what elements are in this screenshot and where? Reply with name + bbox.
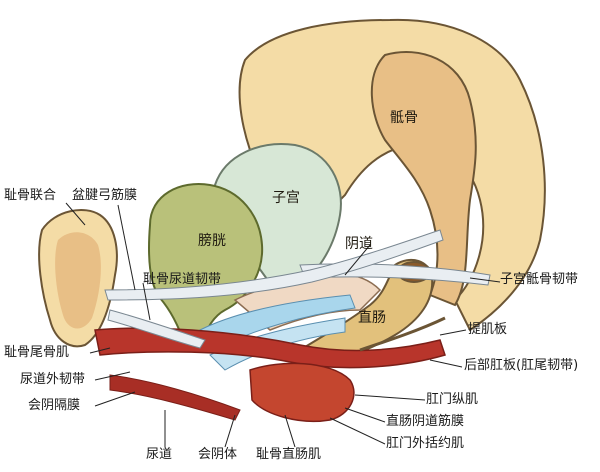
- pubourethral-ligament-label: 耻骨尿道韧带: [143, 272, 222, 287]
- pubourethral-ligament-band: [107, 309, 206, 349]
- levator-plate-line: [359, 316, 446, 352]
- levator-plate-label: 提肌板: [468, 322, 508, 337]
- external-anal-sphincter: [249, 362, 355, 423]
- puborectalis-label: 耻骨直肠肌: [256, 447, 322, 462]
- rectum-label: 直肠: [358, 310, 386, 326]
- pubic-marrow: [55, 232, 101, 329]
- bladder-label: 膀胱: [198, 233, 226, 249]
- rectovaginal-fascia-label: 直肠阴道筋膜: [386, 414, 465, 429]
- perineal-muscle: [109, 374, 241, 421]
- sacrum-label: 骶骨: [390, 110, 418, 126]
- posterior-anal-plate-label: 后部肛板(肛尾韧带): [464, 358, 579, 373]
- sacrum-bone: [370, 51, 477, 307]
- anal-longitudinal-label: 肛门纵肌: [426, 392, 479, 407]
- tendinous-arch-band: [104, 229, 444, 301]
- perineal-membrane-label: 会阴隔膜: [28, 398, 81, 413]
- uterosacral-ligament-label: 子宫骶骨韧带: [500, 272, 579, 287]
- tendinous-arch-label: 盆腱弓筋膜: [72, 188, 138, 203]
- perineal-body-label: 会阴体: [198, 447, 238, 462]
- pubic-symphysis-label: 耻骨联合: [4, 188, 57, 203]
- vagina-label: 阴道: [345, 236, 373, 252]
- uterus-label: 子宫: [272, 190, 300, 206]
- external-urethral-ligament-label: 尿道外韧带: [20, 372, 86, 387]
- urethra-label: 尿道: [146, 447, 173, 462]
- external-anal-sphincter-label: 肛门外括约肌: [386, 436, 465, 451]
- leader-lines: [65, 202, 501, 448]
- pubococcygeus-label: 耻骨尾骨肌: [4, 345, 70, 360]
